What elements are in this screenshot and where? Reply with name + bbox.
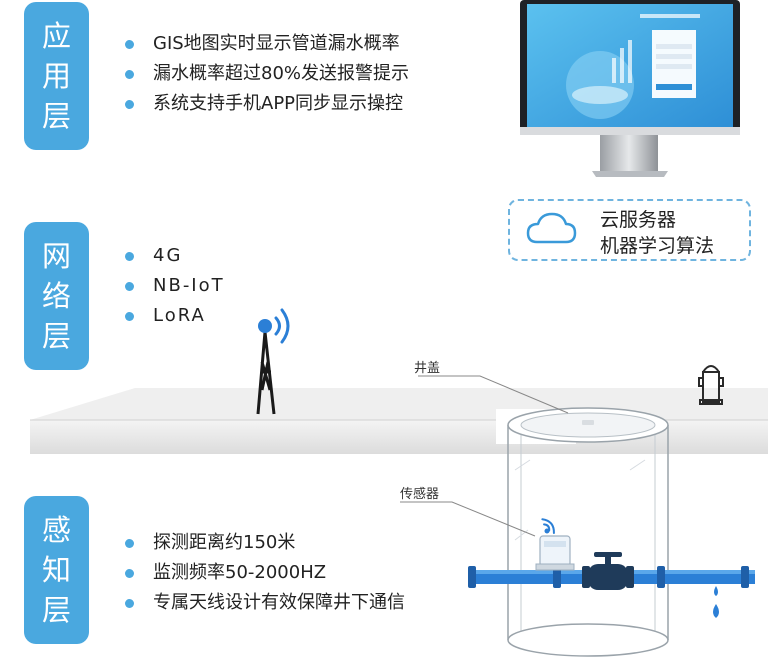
antenna-tower: [256, 308, 290, 415]
manhole-well: [496, 407, 669, 657]
manhole-cover-label: 井盖: [414, 361, 441, 376]
application-layer-list: GIS地图实时显示管道漏水概率 漏水概率超过80%发送报警提示 系统支持手机AP…: [125, 29, 409, 119]
list-item: 漏水概率超过80%发送报警提示: [125, 59, 409, 89]
monitor: [520, 0, 740, 177]
list-item: 监测频率50-2000HZ: [125, 558, 405, 588]
monitor-stand: [600, 135, 658, 171]
layer-char: 感: [41, 513, 71, 547]
cloud-line-2: 机器学习算法: [600, 235, 715, 257]
layer-tag-application: 应 用 层: [24, 2, 89, 150]
list-item: NB-IoT: [125, 271, 225, 301]
water-drop-icon: [713, 586, 719, 618]
list-item: GIS地图实时显示管道漏水概率: [125, 29, 409, 59]
layer-char: 用: [41, 59, 71, 93]
list-item: 探测距离约150米: [125, 528, 405, 558]
layer-char: 层: [41, 99, 71, 133]
cloud-server-box: 云服务器 机器学习算法: [508, 199, 751, 261]
sensor-device: [535, 518, 575, 571]
fire-hydrant-icon: [698, 365, 724, 405]
layer-tag-sensing: 感 知 层: [24, 496, 89, 644]
list-item: 4G: [125, 241, 225, 271]
layer-char: 知: [41, 553, 71, 587]
sensor-label: 传感器: [400, 487, 440, 502]
cloud-server-text: 云服务器 机器学习算法: [600, 207, 714, 259]
list-item: LoRA: [125, 301, 225, 331]
layer-tag-network: 网 络 层: [24, 222, 89, 370]
cloud-icon: [526, 212, 577, 244]
valve: [582, 552, 634, 590]
layer-char: 层: [41, 593, 71, 627]
sensing-layer-list: 探测距离约150米 监测频率50-2000HZ 专属天线设计有效保障井下通信: [125, 528, 405, 618]
cover-callout-line: [418, 375, 569, 414]
layer-char: 网: [41, 239, 71, 273]
network-layer-list: 4G NB-IoT LoRA: [125, 241, 225, 331]
layer-char: 络: [41, 279, 71, 313]
sensor-callout-line: [400, 501, 536, 537]
cloud-line-1: 云服务器: [600, 209, 677, 231]
layer-char: 应: [41, 19, 71, 53]
layer-char: 层: [41, 319, 71, 353]
list-item: 专属天线设计有效保障井下通信: [125, 588, 405, 618]
list-item: 系统支持手机APP同步显示操控: [125, 89, 409, 119]
